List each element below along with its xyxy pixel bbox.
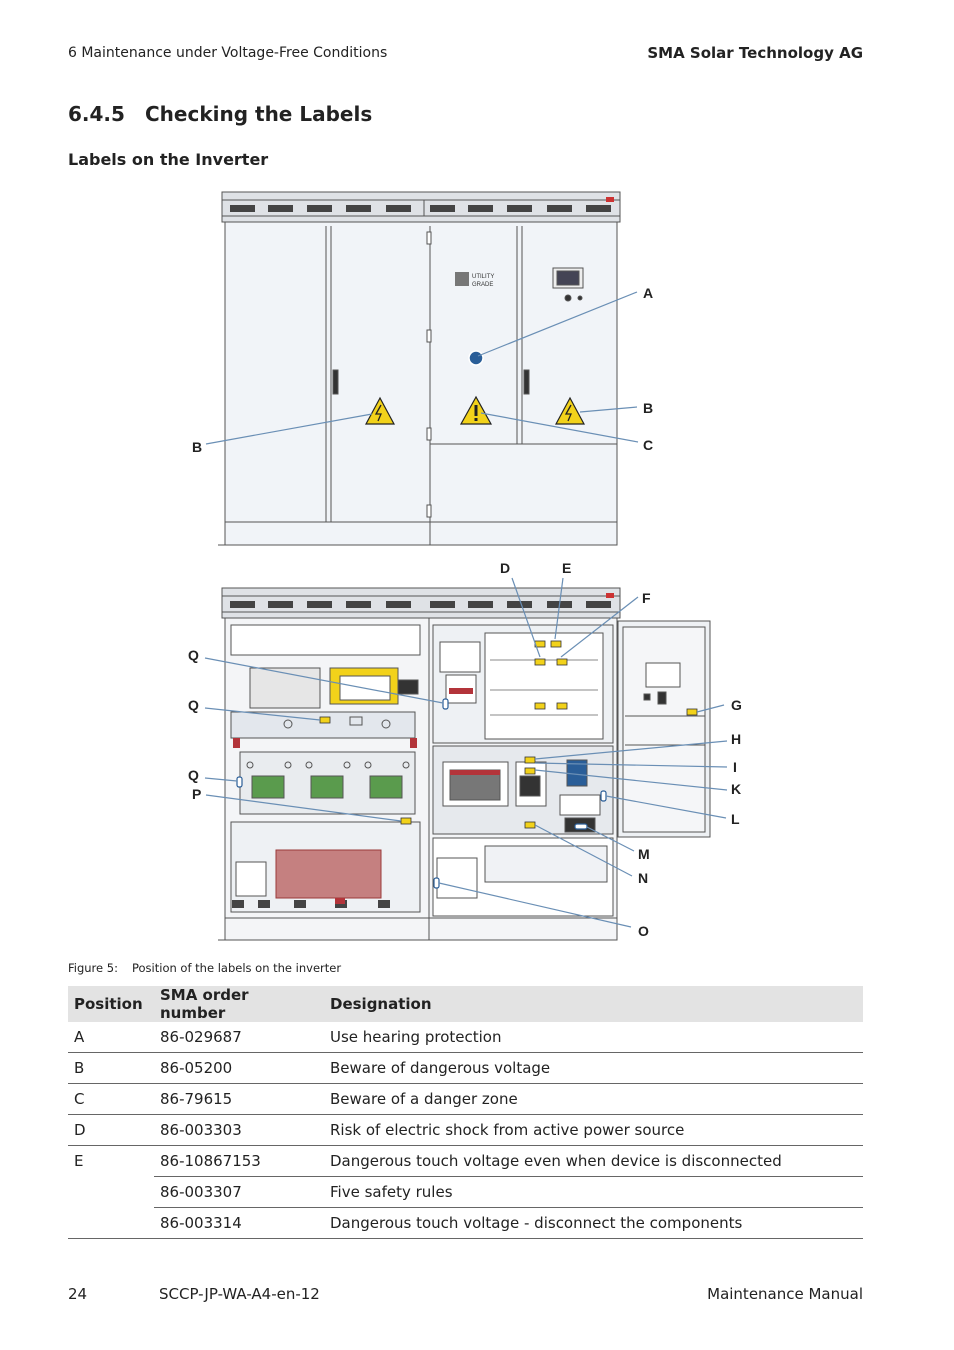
inverter-front-view: UTILITY GRADE	[218, 191, 621, 546]
callout-label: Q	[188, 697, 199, 713]
order-number-cell: 86-003314	[154, 1207, 324, 1239]
hearing-protection-icon	[468, 350, 484, 366]
callout-label: M	[638, 846, 650, 862]
callout-label: N	[638, 870, 648, 886]
callout-label: P	[192, 786, 201, 802]
section-number: 6.4.5	[68, 102, 125, 126]
order-number-cell: 86-10867153	[154, 1145, 324, 1177]
page-number: 24	[68, 1285, 88, 1303]
header-chapter: 6 Maintenance under Voltage-Free Conditi…	[68, 45, 388, 61]
position-cell	[68, 1207, 154, 1239]
order-number-cell: 86-003307	[154, 1176, 324, 1208]
position-cell	[68, 1177, 154, 1208]
caption-text: Position of the labels on the inverter	[132, 961, 342, 975]
order-number-cell: 86-05200	[154, 1052, 324, 1084]
label-marker	[319, 640, 698, 829]
badge-utility: UTILITY	[472, 274, 494, 280]
voltage-warning-icon	[364, 396, 396, 425]
table-row: B 86-05200 Beware of dangerous voltage	[68, 1052, 863, 1084]
callout-label: D	[500, 560, 510, 576]
callout-label: L	[731, 811, 740, 827]
callout-label: F	[642, 590, 651, 606]
designation-cell: Five safety rules	[324, 1176, 863, 1208]
callout-label: Q	[188, 767, 199, 783]
inverter-figure: UTILITY GRADE A B B C	[188, 191, 742, 941]
position-cell: B	[68, 1052, 154, 1084]
designation-cell: Dangerous touch voltage - disconnect the…	[324, 1207, 863, 1239]
inverter-open-view	[218, 587, 711, 941]
designation-cell: Dangerous touch voltage even when device…	[324, 1145, 863, 1177]
designation-cell: Beware of a danger zone	[324, 1083, 863, 1115]
voltage-warning-icon	[554, 396, 586, 425]
header-company: SMA Solar Technology AG	[647, 44, 863, 62]
callout-label: B	[192, 439, 202, 455]
callout-label: B	[643, 400, 653, 416]
table-row: E 86-10867153 Dangerous touch voltage ev…	[68, 1145, 863, 1177]
callout-label: C	[643, 437, 653, 453]
callout-label: E	[562, 560, 571, 576]
callout-label: K	[731, 781, 741, 797]
danger-zone-icon	[459, 395, 493, 425]
order-number-cell: 86-003303	[154, 1114, 324, 1146]
table-row: A 86-029687 Use hearing protection	[68, 1022, 863, 1053]
order-number-cell: 86-029687	[154, 1022, 324, 1053]
caption-label: Figure 5:	[68, 961, 118, 975]
table-row: D 86-003303 Risk of electric shock from …	[68, 1114, 863, 1146]
table-row: 86-003314 Dangerous touch voltage - disc…	[68, 1207, 863, 1239]
callout-label: Q	[188, 647, 199, 663]
section-heading: 6.4.5 Checking the Labels	[68, 102, 372, 126]
position-cell: A	[68, 1022, 154, 1053]
badge-grade: GRADE	[472, 282, 493, 288]
order-number-cell: 86-79615	[154, 1083, 324, 1115]
section-title: Checking the Labels	[145, 102, 373, 126]
figure-caption: Figure 5: Position of the labels on the i…	[68, 961, 341, 975]
callout-label: I	[733, 759, 737, 775]
labels-table: Position SMA order number Designation A …	[68, 986, 863, 1239]
manual-title: Maintenance Manual	[707, 1285, 863, 1303]
column-header-order-number: SMA order number	[154, 986, 324, 1022]
callout-label: H	[731, 731, 741, 747]
callout-label: A	[643, 285, 653, 301]
callout-label: O	[638, 923, 649, 939]
subsection-heading: Labels on the Inverter	[68, 150, 269, 169]
column-header-position: Position	[68, 986, 154, 1022]
document-code: SCCP-JP-WA-A4-en-12	[159, 1285, 320, 1303]
designation-cell: Beware of dangerous voltage	[324, 1052, 863, 1084]
designation-cell: Use hearing protection	[324, 1022, 863, 1053]
position-cell: C	[68, 1083, 154, 1115]
position-cell: E	[74, 1152, 84, 1171]
table-row: C 86-79615 Beware of a danger zone	[68, 1083, 863, 1115]
position-cell: D	[68, 1114, 154, 1146]
table-row: 86-003307 Five safety rules	[68, 1176, 863, 1208]
table-header-row: Position SMA order number Designation	[68, 986, 863, 1022]
column-header-designation: Designation	[324, 986, 863, 1022]
designation-cell: Risk of electric shock from active power…	[324, 1114, 863, 1146]
callout-label: G	[731, 697, 742, 713]
